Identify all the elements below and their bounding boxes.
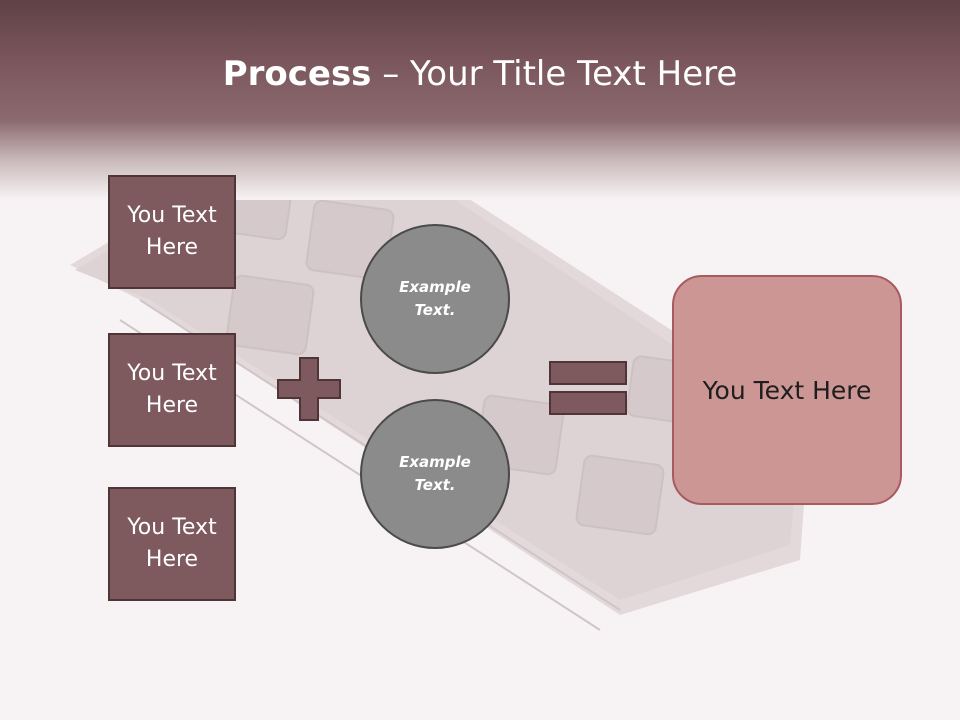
header-band: [0, 0, 960, 200]
input-box-3: You Text Here: [108, 487, 236, 601]
plus-icon: [277, 357, 341, 421]
slide-title: Process – Your Title Text Here: [0, 52, 960, 96]
title-rest: – Your Title Text Here: [371, 54, 738, 94]
input-box-2: You Text Here: [108, 333, 236, 447]
input-box-label: You Text Here: [127, 203, 217, 260]
input-box-label: You Text Here: [127, 515, 217, 572]
result-box: You Text Here: [672, 275, 902, 505]
circle-label: Example Text.: [399, 453, 471, 494]
title-bold: Process: [222, 54, 372, 94]
result-label: You Text Here: [702, 375, 872, 405]
example-circle-2: Example Text.: [360, 399, 510, 549]
input-box-label: You Text Here: [127, 361, 217, 418]
example-circle-1: Example Text.: [360, 224, 510, 374]
input-box-1: You Text Here: [108, 175, 236, 289]
circle-label: Example Text.: [399, 278, 471, 319]
equals-icon: [549, 361, 627, 415]
